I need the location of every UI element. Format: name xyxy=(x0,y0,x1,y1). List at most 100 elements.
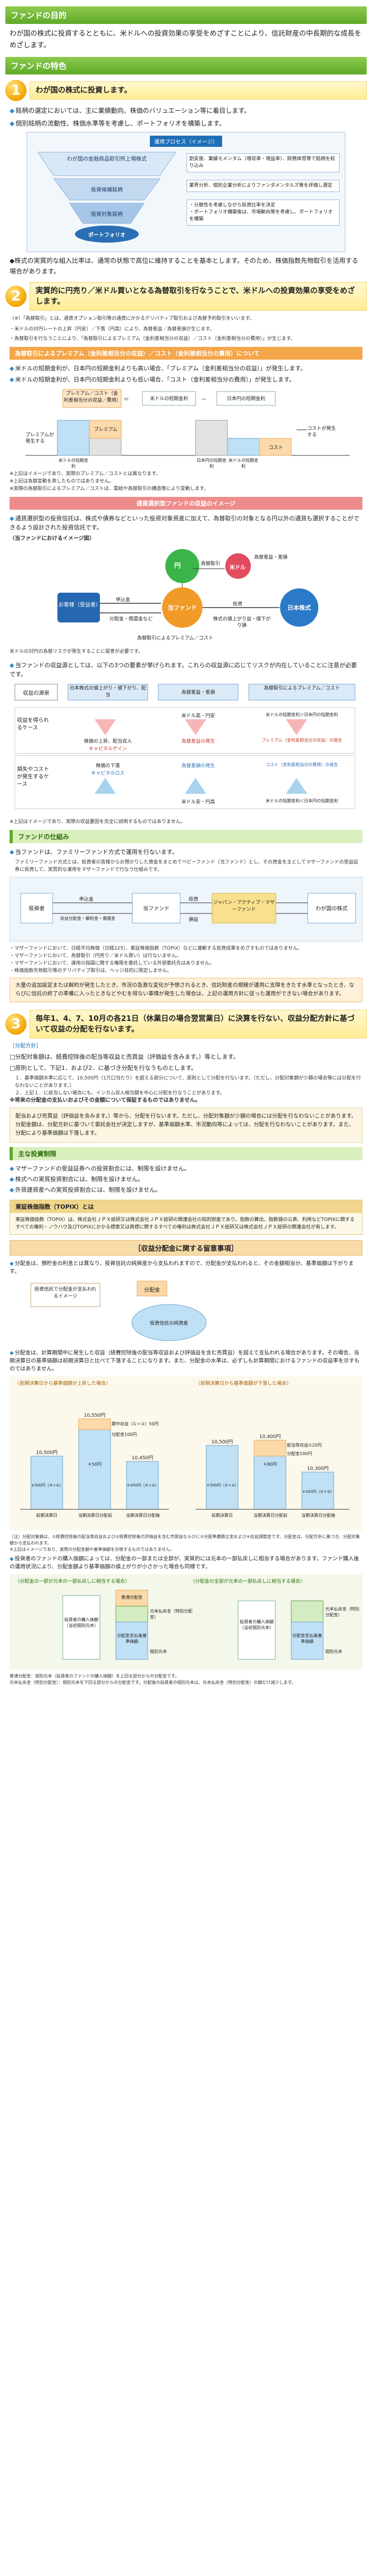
table-row-loss: 損失やコストが発生するケース xyxy=(17,767,49,787)
chart-x-label-3: 米ドルの短期金利 xyxy=(229,458,258,469)
nav-k3: ＊50円 xyxy=(87,1462,102,1467)
chart-label-cost-arises: コストが発生する xyxy=(307,426,336,438)
dist-text-3: １．基準価額水準に応じて、10,500円（1万口当たり）を超える部分について、原… xyxy=(15,1076,361,1088)
nav-k10: ＊420円（③＋④） xyxy=(302,1490,334,1494)
individual-principal-2: 個別元本 xyxy=(325,1649,342,1654)
limit-1: ◆マザーファンドの受益証券への投資割合には、制限を設けません。 xyxy=(10,1165,190,1172)
refund-footnote-2: 元本払戻金（特別分配金）：個別元本を下回る部分からの分配金です。分配後の投資者の… xyxy=(10,1680,296,1685)
diamond-icon: ◆ xyxy=(10,1261,14,1267)
cell-rate-lower: 米ドルの短期金利＜日本円の短期金利 xyxy=(266,799,338,803)
topix-text: 東証株価指数（TOPIX）は、株式会社ＪＰＸ総研又は株式会社ＪＰＸ総研の関連会社… xyxy=(15,1217,355,1230)
p2-note-3: ・為替取引を行なうことにより、「為替取引によるプレミアム（金利差相当分の収益）／… xyxy=(10,336,295,342)
mechanism-header: ファンドの仕組み xyxy=(10,830,362,843)
diamond-icon: ◆ xyxy=(10,515,14,522)
currency-usd: 米ドル xyxy=(230,565,246,571)
mech-notice-box: 大量の追加設定または解約が発生したとき、市況の急激な変化が予想されるとき、信託財… xyxy=(10,978,362,1002)
dist-text-4: ２．上記１．に該当しない場合にも、インカム収入相当額を中心に分配を行なうことがあ… xyxy=(15,1091,225,1096)
table-row-gain: 収益を得られるケース xyxy=(17,718,49,731)
refund-footnote-1: 普通分配金：個別元本（投資者のファンドの購入価額）を上回る部分からの分配金です。 xyxy=(10,1674,180,1678)
p2-note-2: ・米ドルの対円レートの上昇（円安）／下落（円高）により、為替差益／為替差損が生じ… xyxy=(10,327,215,332)
nav-k4: 配当等収益①20円 xyxy=(287,1443,322,1448)
limit-2: ◆株式への実質投資割合には、制限を設けません。 xyxy=(10,1176,144,1183)
nav-v2: 10,550円 xyxy=(83,1413,106,1418)
nav-comparison-charts: 〈前期決算日から基準価額が上昇した場合〉 〈前期決算日から基準価額が下落した場合… xyxy=(10,1376,362,1531)
chart-x-label-1: 米ドルの短期金利 xyxy=(58,458,88,469)
p2-bullet-2: ◆米ドルの短期金利が、日本円の短期金利よりも低い場合、「コスト（金利差相当分の費… xyxy=(10,376,295,383)
minus-sign: － xyxy=(201,396,207,403)
premium-cost-diagram: プレミアム／コスト（金利差相当分の収益／費用） ＝ 米ドルの短期金利 － 日本円… xyxy=(10,387,362,469)
refund-diagrams: 〈分配金の一部が元本の一部払戻しに相当する場合〉 〈分配金の全部が元本の一部払戻… xyxy=(10,1574,362,1670)
cell-fx-gain: 為替差益の発生 xyxy=(181,739,215,744)
page: ファンドの目的 わが国の株式に投資するとともに、米ドルへの投資効果の享受をめざす… xyxy=(5,0,367,1686)
cell-capital-loss: キャピタルロス xyxy=(91,771,125,776)
label-fx-gain: 為替差益・差損 xyxy=(254,555,288,560)
funnel-step-2: 投資候補銘柄 xyxy=(91,187,123,193)
funnel-step-3: 投資対象銘柄 xyxy=(91,212,123,218)
refund-graphic xyxy=(10,1574,362,1670)
label-distribution-2: 収益分配金・解約金・償還金 xyxy=(60,916,115,921)
family-fund-diagram: 投資者 当ファンド ジャパン・アクティブ・マザーファンド わが国の株式 申込金 … xyxy=(10,877,362,942)
ordinary-dividend: 普通分配金 xyxy=(121,1595,142,1600)
individual-principal-1: 個別元本 xyxy=(150,1649,167,1654)
dist-warning: ※将来の分配金の支払いおよびその金額について保証するものではありません。 xyxy=(10,1098,201,1103)
table-header-3: 為替取引によるプレミアム／コスト xyxy=(264,686,340,691)
nav-k9: ＊500円（③＋④） xyxy=(206,1483,239,1488)
dividend-label: 分配金 xyxy=(144,1287,160,1293)
label-jp-stocks: 日本株式 xyxy=(288,604,311,611)
p1-bullet-1: ◆銘柄の選定においては、主に業績動向、株価のバリュエーション等に着目します。 xyxy=(10,107,251,114)
label-investor: お客様（受益者） xyxy=(58,602,101,608)
process-note-3: ・分散性を考慮しながら投資比率を決定 ・ポートフォリオ構築後は、市場動向等を考慮… xyxy=(187,200,340,226)
dividend-image: 投資信託で分配金が支払われるイメージ 分配金 投資信託の純資産 xyxy=(10,1278,362,1347)
chart-label-premium: プレミアム xyxy=(94,427,118,433)
post-nav-2: 分配金支払後基準価額 xyxy=(292,1633,322,1644)
diamond-icon: ◆ xyxy=(10,1556,14,1562)
nav-p3: 当期決算日分配後 xyxy=(126,1513,160,1518)
family-fund-graphic xyxy=(20,893,356,924)
label-subscription-2: 申込金 xyxy=(79,897,94,902)
topix-box: 東証株価指数（TOPIX）とは 東証株価指数（TOPIX）は、株式会社ＪＰＸ総研… xyxy=(10,1200,362,1235)
funnel-step-4: ポートフォリオ xyxy=(88,232,125,238)
cell-premium: プレミアム（金利差相当分の収益）の発生 xyxy=(261,738,342,743)
currency-yen: 円 xyxy=(174,562,181,569)
table-header-0: 収益の源泉 xyxy=(23,691,49,696)
dist-policy-label: ［分配方針］ xyxy=(10,1043,41,1049)
fund-flow-diagram: 円 米ドル 為替取引 為替差益・差損 お客様（受益者） 当ファンド 日本株式 申… xyxy=(10,545,362,646)
nav-k5: ＊80円 xyxy=(263,1462,277,1467)
point-3: 3 毎年1、4、7、10月の各21日（休業日の場合翌営業日）に決算を行ない、収益… xyxy=(5,1010,367,1038)
point-1-title: わが国の株式に投資します。 xyxy=(30,81,367,99)
table-header-2: 為替差益・差損 xyxy=(181,690,215,695)
nav-v1: 10,500円 xyxy=(36,1450,58,1456)
dist-text-2: □原則として、下記1．および2．に基づき分配を行なうものとします。 xyxy=(10,1065,197,1071)
table-note: ※上記はイメージであり、実際の収益要因を完全に説明するものではありません。 xyxy=(10,819,185,825)
cell-fx-loss: 為替差損の発生 xyxy=(181,763,215,769)
diamond-icon: ◆ xyxy=(10,365,14,372)
label-mother-fund: ジャパン・アクティブ・マザーファンド xyxy=(213,900,275,912)
label-subscription: 申込金 xyxy=(116,597,131,603)
cell-stock-down: 株価の下落 xyxy=(96,763,120,769)
nav-k8: ＊450円（③＋④） xyxy=(126,1483,159,1488)
point-number-1: 1 xyxy=(5,80,27,101)
return-source-table: 収益の源泉 日本株式の値上がり・値下がり、配当 為替差益・差損 為替取引によるプ… xyxy=(10,682,362,815)
p2-bullet-3: ◆通貨選択型の投資信託は、株式や債券などといった投資対象資産に加えて、為替取引の… xyxy=(10,515,360,531)
refund-right-title: 〈分配金の全部が元本の一部払戻しに相当する場合〉 xyxy=(190,1579,306,1584)
nav-k7: ＊500円（③＋④） xyxy=(31,1483,63,1488)
point-number-3: 3 xyxy=(5,1013,27,1035)
fig-note: 米ドルの対円の為替リスクが発生することに留意が必要です。 xyxy=(10,649,143,654)
div-bullet-1: ◆分配金は、預貯金の利息とは異なり、投資信託の純資産から支払われますので、分配金… xyxy=(10,1261,354,1275)
nav-p6: 当期決算日分配後 xyxy=(301,1513,335,1518)
label-jp-stocks-2: わが国の株式 xyxy=(316,906,348,912)
chart-note-2: ※上記は為替変動を表したものではありません。 xyxy=(10,479,114,484)
table-header-1: 日本株式の値上がり・値下がり、配当 xyxy=(70,686,146,698)
chart-label-jpy-rate: 日本円の短期金利 xyxy=(226,396,265,402)
mech-note-1: ・マザーファンドにおいて、日経平均株価（日経225）、東証株価指数（TOPIX）… xyxy=(10,946,302,951)
dividend-notes-title: ［収益分配金に関する留意事項］ xyxy=(10,1240,362,1256)
funnel-step-1: わが国の金融商品取引所上場株式 xyxy=(67,156,147,162)
process-diagram-title: 運用プロセス（イメージ） xyxy=(150,136,222,147)
diamond-icon: ◆ xyxy=(10,120,15,127)
p2-bullet-1: ◆米ドルの短期金利が、日本円の短期金利よりも高い場合、「プレミアム（金利差相当分… xyxy=(10,365,307,372)
limit-3: ◆外貨建資産への実質投資割合には、制限を設けません。 xyxy=(10,1186,162,1193)
dividend-image-label: 投資信託で分配金が支払われるイメージ xyxy=(34,1287,97,1299)
purpose-text: わが国の株式に投資するとともに、米ドルへの投資効果の享受をめざすことにより、信託… xyxy=(10,30,361,49)
point-number-2: 2 xyxy=(5,286,27,307)
mech-note-3: ・マザーファンドにおいて、運用の指図に関する権限を委託している外部委託先はありま… xyxy=(10,961,215,966)
